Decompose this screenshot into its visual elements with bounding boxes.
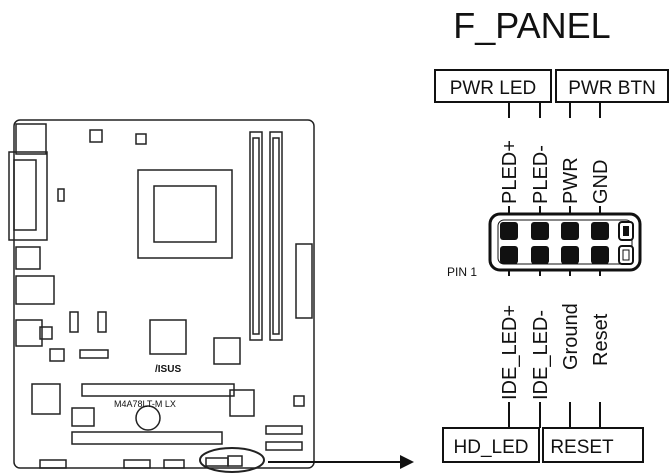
io-port: [15, 123, 47, 155]
chipset: [149, 319, 187, 355]
jumper: [97, 311, 107, 333]
svg-text:RESET: RESET: [550, 437, 614, 458]
atx-power-connector: [295, 243, 313, 319]
board-model: M4A78LT-M LX: [114, 399, 176, 409]
sata-port: [265, 441, 303, 451]
dimm-slot-inner: [252, 137, 260, 335]
pin-label-ground: Ground: [560, 303, 582, 370]
pin-label-pled-minus: PLED-: [530, 145, 552, 204]
pin-label-pwr: PWR: [560, 157, 582, 204]
pin-label-reset: Reset: [590, 313, 612, 366]
chip: [89, 129, 103, 143]
cpu-socket-core: [153, 185, 217, 243]
group-pwr-btn: PWR BTN: [555, 69, 669, 103]
dimm-slot: [269, 131, 283, 341]
header-pins: [39, 459, 67, 469]
io-port: [8, 151, 48, 241]
io-port: [15, 275, 55, 305]
chip: [79, 349, 109, 359]
chip: [57, 188, 65, 202]
io-port: [15, 246, 41, 270]
motherboard: [8, 119, 315, 473]
board-outline: [13, 119, 315, 469]
chip: [31, 383, 61, 415]
header-pins: [163, 459, 185, 469]
pin-label-pled-plus: PLED+: [499, 140, 521, 204]
group-reset: RESET: [542, 427, 644, 463]
pin-label-ide-led-plus: IDE_LED+: [499, 305, 521, 400]
diagram-title: F_PANEL: [453, 5, 610, 46]
jumper: [69, 311, 79, 333]
svg-text:PWR LED: PWR LED: [450, 78, 537, 99]
chip: [213, 337, 241, 365]
group-hd-led: HD_LED: [442, 427, 540, 463]
pcie-slot: [71, 431, 223, 445]
header-pins-grid: [500, 221, 634, 265]
dimm-slot: [249, 131, 263, 341]
dimm-slot-inner: [272, 137, 280, 335]
io-port: [13, 159, 37, 231]
group-pwr-led: PWR LED: [434, 69, 552, 103]
board-brand: /ISUS: [155, 364, 181, 375]
chip: [71, 407, 95, 427]
io-port: [15, 319, 43, 347]
chip: [229, 389, 255, 417]
io-port: [39, 326, 53, 340]
arrow: [268, 455, 414, 469]
top-wires: [508, 102, 601, 220]
chip: [293, 395, 305, 407]
pin1-label: PIN 1: [447, 265, 477, 279]
header-pins: [227, 455, 243, 467]
chip: [135, 133, 147, 145]
pin-label-gnd: GND: [590, 160, 612, 204]
f-panel-highlight: [199, 447, 265, 473]
bottom-wires: [508, 262, 601, 428]
svg-text:PWR BTN: PWR BTN: [568, 78, 656, 99]
chip: [49, 348, 65, 362]
svg-text:HD_LED: HD_LED: [454, 437, 529, 458]
sata-port: [265, 425, 303, 435]
cpu-socket: [137, 169, 233, 259]
pin-label-ide-led-minus: IDE_LED-: [530, 310, 552, 400]
battery: [135, 405, 161, 431]
header-pins: [123, 459, 151, 469]
